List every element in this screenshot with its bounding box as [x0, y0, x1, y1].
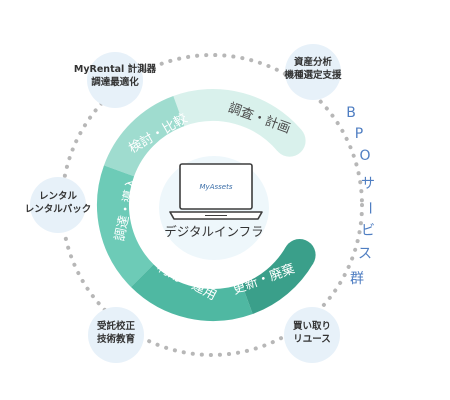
center-title: デジタルインフラ: [164, 224, 263, 239]
ring-segment-select: [103, 95, 185, 177]
service-left-line2: レンタルパック: [25, 203, 92, 215]
dotted-orbit: [60, 53, 364, 357]
service-bottom-right-line1: 買い取り: [293, 321, 331, 332]
ring-segment-procure: [97, 165, 154, 288]
myassets-logo: MyAssets: [200, 183, 233, 191]
bpo-char-7: ス: [358, 246, 372, 262]
bpo-char-8: 群: [350, 271, 364, 287]
service-top-left: MyRental 計測器 調達最適化: [74, 52, 157, 108]
service-bottom-left: 受託校正 技術教育: [88, 307, 144, 363]
lifecycle-ring: [97, 89, 316, 321]
service-top-right-line2: 機種選定支援: [284, 69, 342, 81]
service-bottom-left-line2: 技術教育: [97, 333, 136, 345]
service-left: レンタル レンタルパック: [25, 177, 92, 233]
bpo-char-2: P: [355, 126, 363, 142]
bpo-char-4: サ: [361, 176, 375, 192]
service-left-line1: レンタル: [39, 190, 78, 202]
service-bottom-left-line1: 受託校正: [97, 320, 136, 332]
service-top-right: 資産分析 機種選定支援: [284, 44, 342, 100]
service-bottom-right: 買い取り リユース: [284, 307, 340, 363]
service-bottom-right-line2: リユース: [293, 334, 331, 345]
service-top-left-line2: 調達最適化: [91, 76, 139, 88]
ring-segment-operate: [130, 264, 253, 321]
ring-cap-start: [273, 124, 306, 157]
service-top-right-line1: 資産分析: [294, 56, 333, 68]
bpo-char-1: B: [346, 105, 356, 121]
service-top-left-line1: MyRental 計測器: [74, 63, 157, 75]
ring-cap-end: [283, 239, 316, 271]
laptop-icon: [169, 163, 263, 220]
bpo-char-6: ビ: [361, 223, 375, 239]
bpo-char-3: O: [359, 148, 370, 164]
bpo-char-5: ー: [361, 201, 377, 215]
bpo-services-label: B P O サ ー ビ ス 群: [346, 105, 377, 287]
